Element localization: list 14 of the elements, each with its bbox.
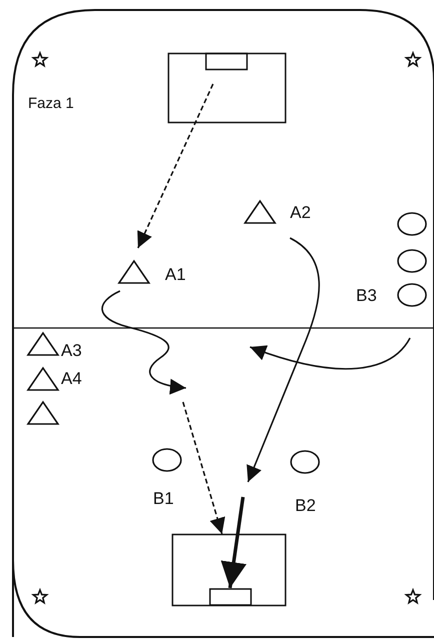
player-label: A1 (165, 266, 186, 283)
phase-title: Faza 1 (28, 96, 74, 111)
player-label: A4 (61, 370, 82, 387)
arrow (102, 290, 186, 394)
arrow (220, 496, 247, 588)
player-label: A2 (290, 204, 311, 221)
player-label: B3 (356, 287, 377, 304)
player-label: A3 (61, 342, 82, 359)
arrow (137, 84, 214, 248)
arrow (246, 237, 320, 482)
arrow (182, 402, 226, 534)
player-label: B1 (153, 490, 174, 507)
arrow (250, 338, 411, 370)
player-label: B2 (295, 497, 316, 514)
